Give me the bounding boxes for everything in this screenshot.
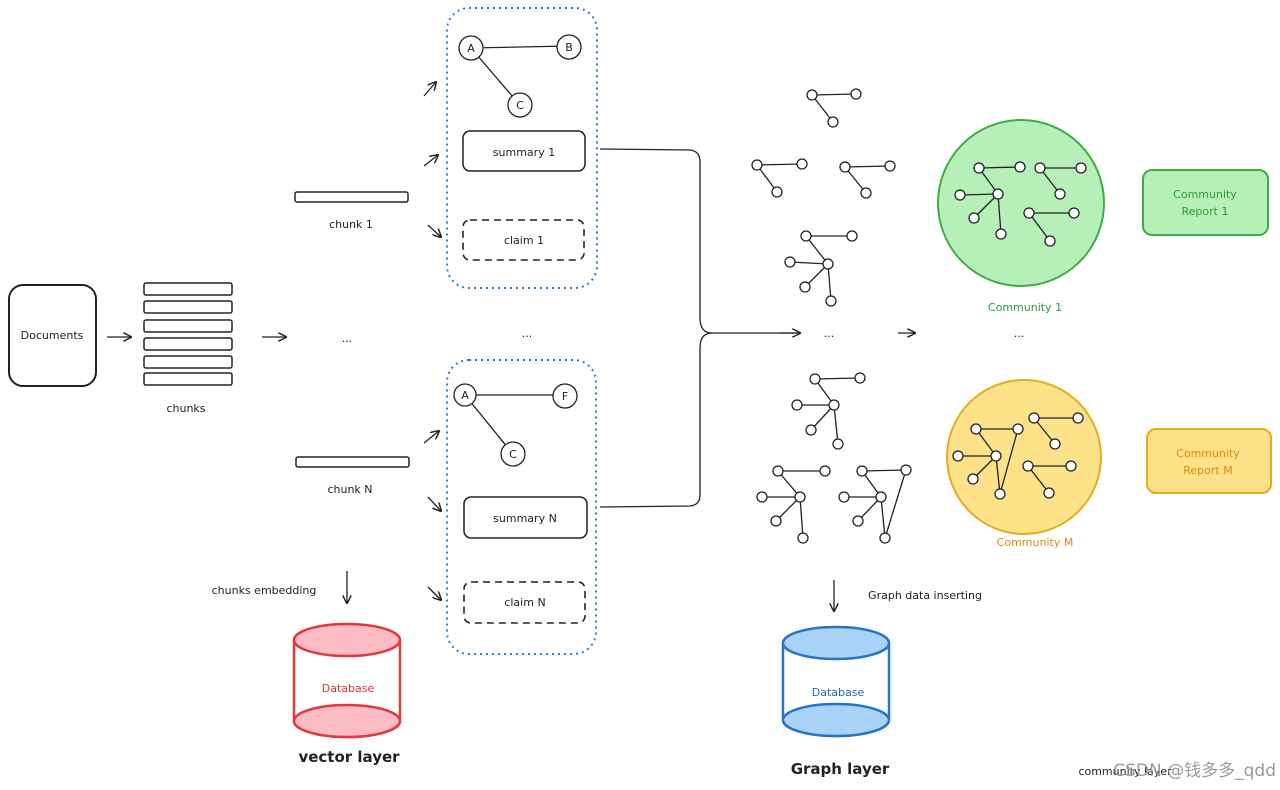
watermark-text: CSDN @钱多多_qdd <box>1113 761 1276 781</box>
ellipsis-chunks: ... <box>342 332 353 345</box>
claim-n-label: claim N <box>504 596 545 609</box>
node-a-n: A <box>461 389 469 402</box>
arrow-to-summary-n <box>427 496 441 511</box>
node-a-1: A <box>467 42 475 55</box>
chunk-n: chunk N <box>295 456 410 496</box>
chunks-embedding-label: chunks embedding <box>212 584 317 597</box>
chunks-label: chunks <box>166 402 205 415</box>
vector-layer-label: vector layer <box>298 748 400 766</box>
ellipsis-panels: ... <box>522 327 533 340</box>
subgraphs-cluster <box>751 88 912 544</box>
arrow-to-claim-1 <box>427 224 441 237</box>
graph-layer-label: Graph layer <box>791 760 890 778</box>
node-c-1: C <box>516 99 524 112</box>
community-1-label: Community 1 <box>988 301 1062 314</box>
graph-data-inserting-label: Graph data inserting <box>868 589 982 602</box>
chunk-n-label: chunk N <box>327 483 372 496</box>
extraction-panel-n: A F C summary N claim N <box>446 359 597 655</box>
extraction-panel-1: A B C summary 1 claim 1 <box>446 7 598 289</box>
report-m-line1: Community <box>1176 447 1240 460</box>
node-b-1: B <box>565 41 573 54</box>
community-layer-label: community layer <box>1078 765 1172 778</box>
arrow-to-graph-1 <box>423 82 436 97</box>
chunk-1: chunk 1 <box>294 191 409 231</box>
merge-line-bottom <box>599 332 713 508</box>
summary-1-label: summary 1 <box>493 146 555 159</box>
merge-line-top <box>599 148 798 334</box>
community-1: Community 1 <box>937 119 1105 314</box>
graph-db-label: Database <box>812 686 865 699</box>
arrow-to-claim-n <box>427 586 441 600</box>
claim-1-label: claim 1 <box>504 234 544 247</box>
documents-box: Documents <box>8 284 97 387</box>
arrow-to-summary-1 <box>423 155 438 167</box>
summary-n-label: summary N <box>493 512 557 525</box>
arrow-to-graph-n <box>423 431 439 444</box>
report-m-line2: Report M <box>1183 464 1232 477</box>
documents-label: Documents <box>21 329 84 342</box>
ellipsis-communities: ... <box>1014 327 1025 340</box>
ellipsis-graphs: ... <box>824 327 835 340</box>
node-c-n: C <box>509 448 517 461</box>
vector-db-label: Database <box>322 682 375 695</box>
report-1-line2: Report 1 <box>1182 205 1229 218</box>
community-m: Community M <box>946 379 1102 549</box>
graph-database: Database <box>781 625 891 738</box>
community-report-1: Community Report 1 <box>1142 169 1269 236</box>
chunk-1-label: chunk 1 <box>329 218 373 231</box>
report-1-line1: Community <box>1173 188 1237 201</box>
vector-database: Database <box>292 622 402 739</box>
node-f-n: F <box>562 390 568 403</box>
community-report-m: Community Report M <box>1146 428 1272 494</box>
community-m-label: Community M <box>997 536 1074 549</box>
chunks-stack: chunks <box>143 282 233 415</box>
